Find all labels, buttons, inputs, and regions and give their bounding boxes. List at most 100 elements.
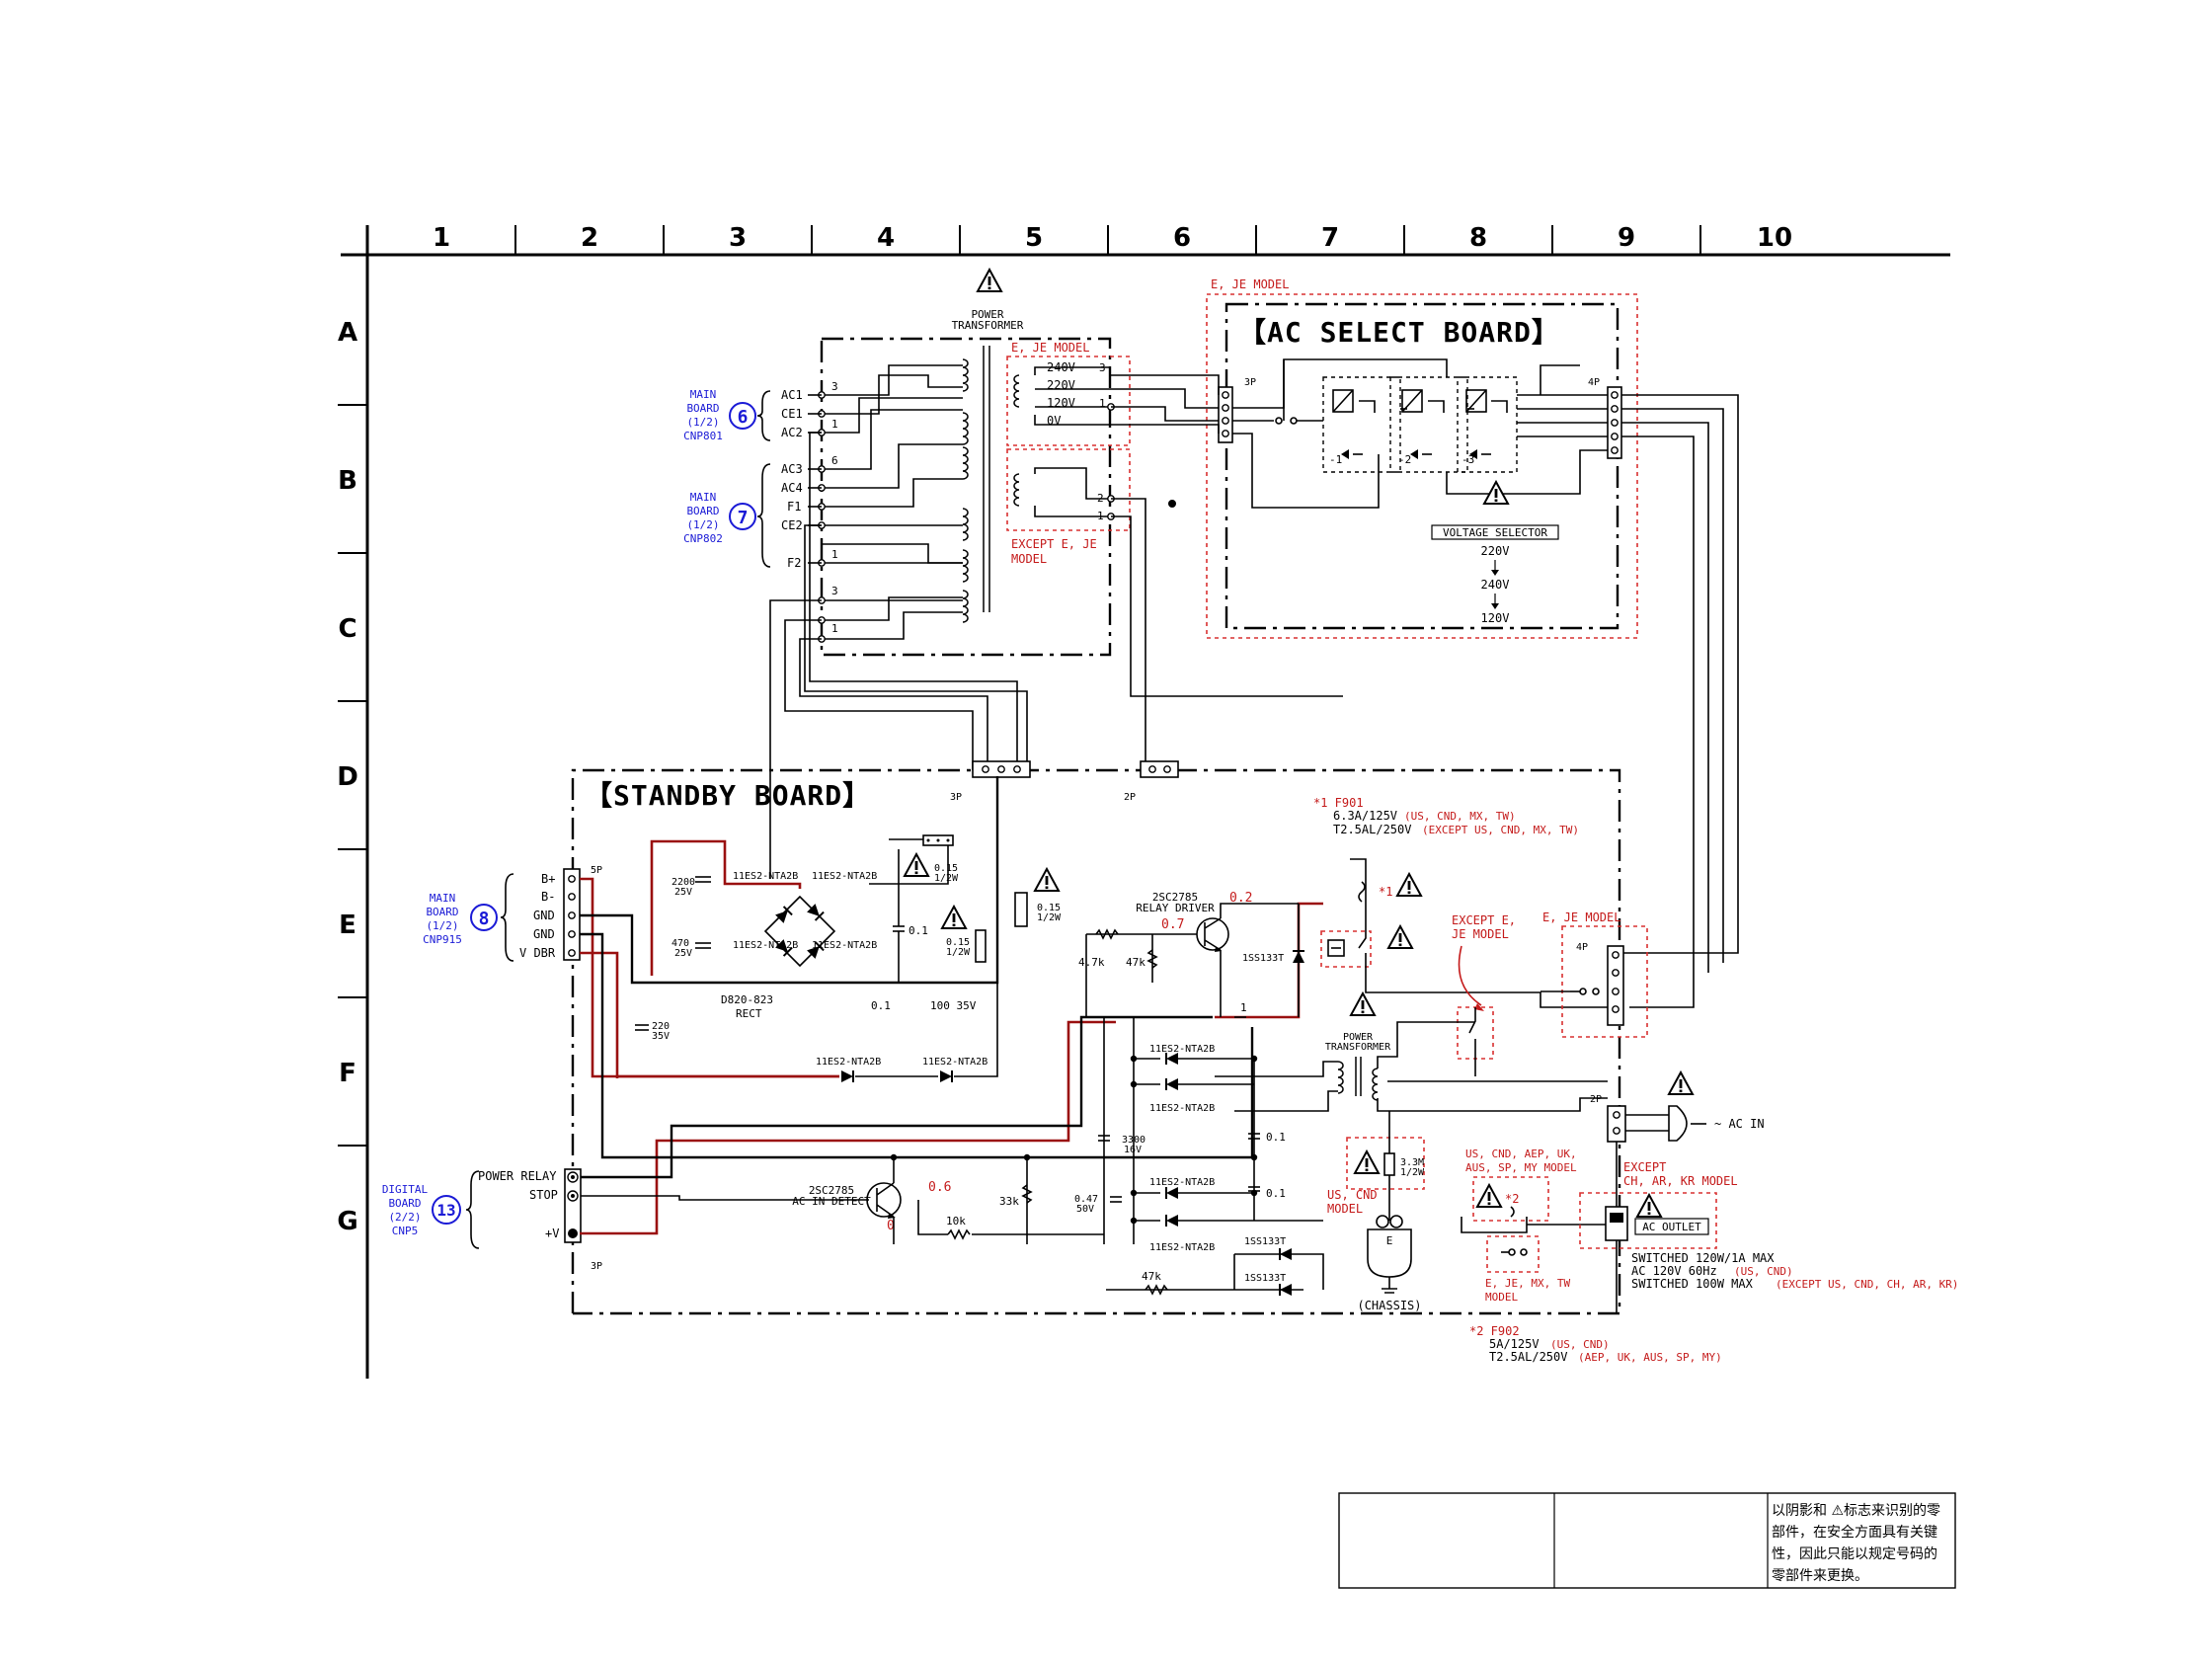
- svg-text:16V: 16V: [1124, 1145, 1142, 1155]
- col-label-10: 10: [1757, 223, 1792, 253]
- svg-text:5P: 5P: [591, 865, 602, 876]
- svg-text:-1: -1: [1329, 453, 1342, 466]
- standby-board-title: 【STANDBY BOARD】: [585, 779, 871, 812]
- svg-text:BOARD: BOARD: [686, 402, 719, 415]
- svg-text:JE MODEL: JE MODEL: [1452, 927, 1509, 941]
- svg-text:3300: 3300: [1122, 1135, 1146, 1146]
- svg-text:2SC2785: 2SC2785: [1152, 891, 1198, 904]
- svg-text:7: 7: [738, 508, 749, 528]
- pin-ce1: CE1: [781, 407, 803, 421]
- e-je-model-ac: E, JE MODEL: [1211, 277, 1289, 291]
- svg-text:POWER RELAY: POWER RELAY: [478, 1169, 557, 1183]
- col-label-5: 5: [1025, 223, 1043, 253]
- safety-note-box: 以阴影和 ⚠标志来识别的零 部件，在安全方面具有关键 性，因此只能以规定号码的 …: [1338, 1492, 1956, 1589]
- pin-ac3: AC3: [781, 462, 803, 476]
- svg-text:V DBR: V DBR: [519, 946, 556, 960]
- e-je-model-top: E, JE MODEL: [1011, 341, 1089, 355]
- svg-text:2200: 2200: [672, 877, 695, 888]
- svg-text:0.2: 0.2: [1229, 891, 1252, 906]
- svg-text:STOP: STOP: [529, 1188, 558, 1202]
- svg-text:3: 3: [831, 380, 838, 393]
- svg-text:6.3A/125V: 6.3A/125V: [1333, 809, 1397, 823]
- svg-text:3P: 3P: [591, 1261, 602, 1272]
- warning-icon: [941, 906, 967, 929]
- circle-number-6: [729, 402, 756, 430]
- svg-text:E: E: [1386, 1234, 1393, 1247]
- svg-text:11ES2-NTA2B: 11ES2-NTA2B: [812, 940, 877, 951]
- svg-text:MAIN: MAIN: [690, 388, 717, 401]
- svg-text:6: 6: [738, 407, 749, 428]
- svg-text:50V: 50V: [1076, 1204, 1094, 1215]
- tap-num-1: 1: [1099, 397, 1106, 410]
- except-e-je-1: EXCEPT E, JE: [1011, 537, 1097, 551]
- svg-text:(AEP, UK, AUS, SP, MY): (AEP, UK, AUS, SP, MY): [1578, 1351, 1722, 1364]
- svg-text:3.3M: 3.3M: [1400, 1157, 1424, 1168]
- row-label-d: D: [337, 762, 358, 792]
- row-label-g: G: [337, 1207, 357, 1236]
- pin-f1: F1: [787, 500, 801, 514]
- svg-text:1: 1: [1240, 1001, 1247, 1014]
- col-label-6: 6: [1173, 223, 1191, 253]
- svg-text:CNP802: CNP802: [683, 532, 723, 545]
- svg-text:MAIN: MAIN: [690, 491, 717, 504]
- svg-text:100 35V: 100 35V: [930, 999, 977, 1012]
- svg-text:11ES2-NTA2B: 11ES2-NTA2B: [1149, 1103, 1215, 1114]
- svg-text:11ES2-NTA2B: 11ES2-NTA2B: [1149, 1044, 1215, 1055]
- svg-text:0.1: 0.1: [1266, 1131, 1286, 1144]
- svg-text:(US, CND, MX, TW): (US, CND, MX, TW): [1404, 810, 1516, 823]
- svg-text:4P: 4P: [1576, 942, 1588, 953]
- tap-120: 120V: [1047, 396, 1075, 410]
- svg-text:1/2W: 1/2W: [934, 873, 959, 884]
- col-label-8: 8: [1469, 223, 1487, 253]
- svg-text:*1: *1: [1379, 885, 1392, 899]
- warning-icon: [1476, 1184, 1502, 1208]
- main-board-8-connector: MAIN BOARD (1/2) CNP915 8 B+ B- GND GND …: [423, 872, 556, 962]
- pin-ac2: AC2: [781, 426, 803, 439]
- svg-text:0.15: 0.15: [934, 863, 958, 874]
- warning-icon: [1483, 481, 1509, 505]
- svg-text:CNP5: CNP5: [392, 1225, 419, 1237]
- svg-text:1SS133T: 1SS133T: [1244, 1273, 1286, 1284]
- svg-text:MODEL: MODEL: [1485, 1291, 1518, 1304]
- svg-text:BOARD: BOARD: [388, 1197, 421, 1210]
- svg-text:US, CND: US, CND: [1327, 1188, 1378, 1202]
- svg-text:47k: 47k: [1126, 956, 1146, 969]
- svg-text:(EXCEPT US, CND, CH, AR, KR): (EXCEPT US, CND, CH, AR, KR): [1776, 1278, 1958, 1291]
- svg-text:13: 13: [436, 1201, 455, 1220]
- svg-text:SWITCHED 120W/1A MAX: SWITCHED 120W/1A MAX: [1631, 1251, 1775, 1265]
- svg-text:(US, CND): (US, CND): [1550, 1338, 1610, 1351]
- row-label-e: E: [339, 911, 356, 940]
- svg-text:E, JE, MX, TW: E, JE, MX, TW: [1485, 1277, 1570, 1290]
- svg-text:DIGITAL: DIGITAL: [382, 1183, 429, 1196]
- svg-text:3P: 3P: [1244, 377, 1256, 388]
- svg-text:4.7k: 4.7k: [1078, 956, 1105, 969]
- row-label-a: A: [338, 318, 357, 348]
- grid-frame: 1 2 3 4 5 6 7 8 9 10 A B C D E F G: [337, 223, 1950, 1379]
- ac-select-board-title: 【AC SELECT BOARD】: [1238, 316, 1560, 349]
- svg-text:(EXCEPT US, CND, MX, TW): (EXCEPT US, CND, MX, TW): [1422, 824, 1579, 836]
- circle-number-7: [729, 503, 756, 530]
- ac-in-label: ~ AC IN: [1714, 1117, 1765, 1131]
- warning-icon: [904, 853, 929, 877]
- chassis-label: (CHASSIS): [1357, 1299, 1421, 1312]
- svg-text:1/2W: 1/2W: [1037, 912, 1062, 923]
- svg-text:1/2W: 1/2W: [1400, 1167, 1425, 1178]
- interconnect-wires: [769, 374, 1739, 1008]
- svg-text:25V: 25V: [674, 887, 692, 898]
- circle-number-8: [470, 904, 498, 931]
- svg-text:(1/2): (1/2): [686, 518, 719, 531]
- circle-number-13: [432, 1195, 461, 1225]
- main-board-7-connector: MAIN BOARD (1/2) CNP802 7 AC3 AC4 F1 CE2…: [683, 462, 822, 570]
- except-e-je-2: MODEL: [1011, 552, 1047, 566]
- svg-text:*2 F902: *2 F902: [1469, 1324, 1520, 1338]
- svg-text:SWITCHED 100W MAX: SWITCHED 100W MAX: [1631, 1277, 1754, 1291]
- svg-text:POWER: POWER: [1343, 1032, 1374, 1043]
- svg-text:11ES2-NTA2B: 11ES2-NTA2B: [816, 1057, 881, 1068]
- svg-text:(2/2): (2/2): [388, 1211, 421, 1224]
- warning-icon: [1350, 992, 1376, 1016]
- svg-text:(US, CND): (US, CND): [1734, 1265, 1793, 1278]
- standby-board: 【STANDBY BOARD】 3P 2P 5P: [563, 760, 1621, 1315]
- warning-icon: [1668, 1071, 1694, 1095]
- svg-text:1/2W: 1/2W: [946, 947, 971, 958]
- warning-icon: [1034, 868, 1060, 892]
